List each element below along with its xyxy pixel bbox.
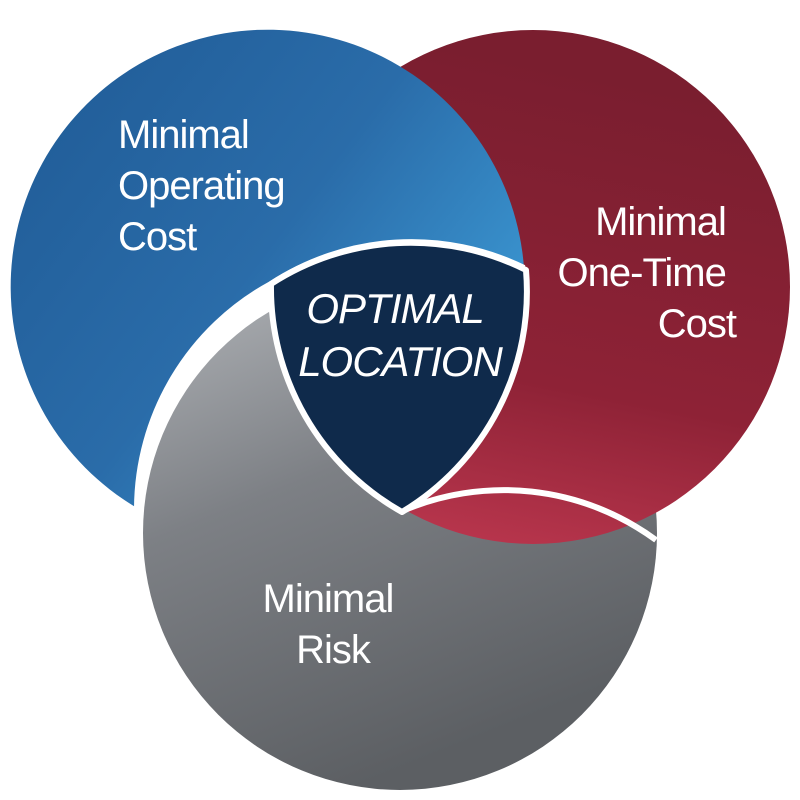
separator-red-gray: [398, 487, 658, 543]
circle-operating-cost: [10, 29, 524, 509]
intersection-region: [267, 239, 530, 515]
label-optimal-location: OPTIMAL LOCATION: [298, 285, 503, 385]
label-risk: Minimal Risk: [263, 577, 404, 672]
separator-blue-gray: [134, 281, 273, 509]
label-operating-cost: Minimal Operating Cost: [118, 113, 295, 259]
label-one-time-cost: Minimal One-Time Cost: [558, 200, 737, 346]
